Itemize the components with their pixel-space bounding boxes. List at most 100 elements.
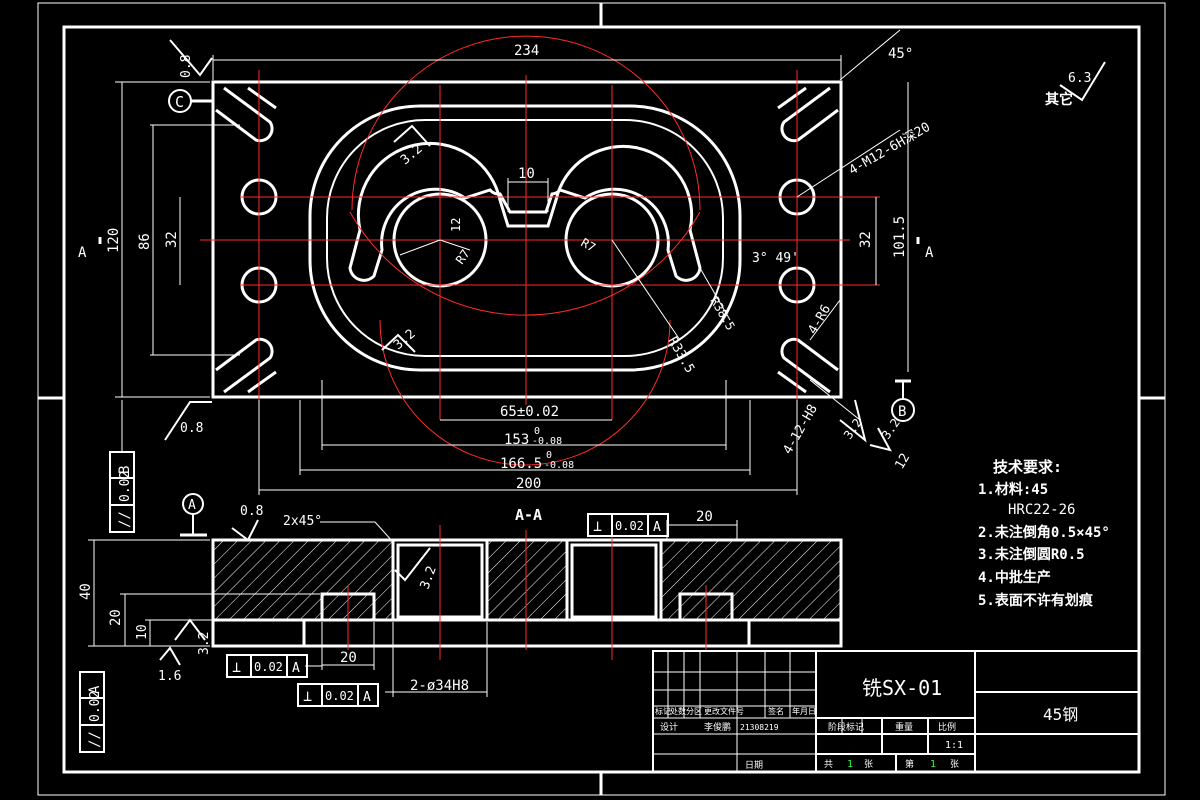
dim-12: 12 (449, 218, 463, 232)
dim-r7-left: R7 (453, 247, 473, 267)
svg-text:分区: 分区 (686, 707, 702, 716)
datum-a-marker: A (180, 493, 207, 537)
roughness-labels: 0.8 0.8 3.2 3.2 3.2 3.2 6.3 其它 (179, 55, 1091, 442)
svg-text:A: A (292, 661, 300, 676)
dim-r33-5: R33.5 (665, 335, 698, 376)
datum-b-marker: B (891, 379, 915, 422)
datum-b-text: B (898, 404, 906, 420)
dim-45deg: 45° (888, 46, 913, 62)
dim-166-5: 166.5 (500, 456, 542, 472)
svg-text:更改文件号: 更改文件号 (704, 706, 744, 716)
dim-166-5-tol: -0.08 (544, 460, 574, 471)
svg-text:2x45°: 2x45° (283, 514, 322, 529)
svg-text://: // (117, 511, 133, 528)
dim-200: 200 (516, 476, 541, 492)
section-hatch-3 (661, 540, 841, 620)
svg-text:3.2: 3.2 (391, 326, 419, 353)
svg-text:⊥: ⊥ (303, 687, 312, 705)
dim-angle: 3° 49' (752, 251, 799, 266)
fcf-perp-a-bottom: ⊥ 0.02 A (297, 683, 379, 707)
svg-text:HRC22-26: HRC22-26 (1008, 502, 1075, 518)
svg-text:3.2: 3.2 (418, 564, 440, 591)
svg-text:⊥: ⊥ (232, 658, 241, 676)
svg-text:A: A (87, 685, 103, 694)
dim-153-tol: -0.08 (532, 436, 562, 447)
datum-c-marker: C (168, 89, 212, 113)
section-view: A-A (78, 493, 843, 697)
scale-text: 1:1 (945, 740, 963, 751)
centering-marks (38, 3, 1165, 795)
svg-text:标记: 标记 (655, 706, 671, 716)
fcf-perp-a-left: ⊥ 0.02 A (226, 654, 308, 678)
fcf-perp-a-top: ⊥ 0.02 A (587, 513, 669, 537)
inner-frame (62, 25, 1141, 774)
svg-text:李俊鹏: 李俊鹏 (704, 721, 731, 733)
svg-text:处数: 处数 (670, 706, 686, 716)
section-hatch-2 (487, 540, 567, 620)
section-cut-marks: A A (78, 237, 934, 261)
section-a-right: A (925, 245, 934, 261)
svg-text:1: 1 (930, 759, 936, 770)
dim-166-5-upper: 0 (546, 450, 552, 461)
dim-101-5: 101.5 (892, 216, 908, 258)
dim-r7-right: R7 (579, 235, 599, 254)
svg-text:设计: 设计 (660, 721, 678, 733)
section-center-lines (347, 525, 707, 660)
plan-dimension-texts: 234 45° 120 86 32 32 101.5 10 12 R7 R7 3… (106, 43, 933, 492)
svg-text:2-ø34H8: 2-ø34H8 (410, 678, 469, 694)
svg-text:3.未注倒圆R0.5: 3.未注倒圆R0.5 (978, 546, 1085, 563)
svg-text:20: 20 (340, 650, 357, 666)
svg-text:A: A (653, 520, 661, 535)
svg-text:4.中批生产: 4.中批生产 (978, 569, 1051, 586)
svg-text:其它: 其它 (1045, 91, 1073, 108)
svg-text:10: 10 (135, 624, 150, 640)
dim-86: 86 (137, 233, 153, 250)
dim-12-side: 12 (892, 451, 913, 472)
svg-text:共: 共 (824, 759, 833, 770)
dim-153: 153 (504, 432, 529, 448)
svg-text:签名: 签名 (768, 706, 784, 716)
technical-requirements: 技术要求: 1.材料:45 HRC22-26 2.未注倒角0.5×45° 3.未… (978, 458, 1110, 609)
dim-r6: 4-R6 (805, 302, 834, 337)
dim-120: 120 (106, 228, 122, 253)
inner-pocket-offset (326, 119, 724, 357)
svg-text:0.02: 0.02 (615, 519, 644, 533)
plan-dimension-lines (115, 29, 909, 495)
section-dimension-lines (88, 520, 738, 697)
svg-text:年月日: 年月日 (792, 706, 816, 716)
svg-text:3.2: 3.2 (197, 632, 212, 655)
svg-text:21308219: 21308219 (740, 723, 779, 732)
dim-153-upper: 0 (534, 426, 540, 437)
title-block: 铣SX-01 45钢 1:1 标记 处数 分区 更改文件号 签名 年月日 设计 … (652, 650, 1140, 773)
svg-text:比例: 比例 (938, 721, 956, 733)
svg-text:⊥: ⊥ (593, 517, 602, 535)
material-text: 45钢 (1043, 705, 1078, 724)
center-lines (200, 35, 880, 466)
fcf-parallel-a: // 0.02 A (79, 671, 105, 753)
svg-text:0.02: 0.02 (88, 691, 103, 722)
svg-text:0.02: 0.02 (325, 689, 354, 703)
fcf-parallel-b: // 0.02 B (109, 400, 135, 533)
svg-text:阶段标记: 阶段标记 (828, 721, 864, 733)
svg-text:20: 20 (108, 609, 124, 626)
dim-32-left: 32 (164, 231, 180, 248)
svg-text:张: 张 (864, 759, 873, 770)
svg-text:6.3: 6.3 (1068, 71, 1091, 86)
dim-234: 234 (514, 43, 539, 59)
dim-65: 65±0.02 (500, 404, 559, 420)
svg-text:重量: 重量 (895, 721, 913, 733)
dim-10: 10 (518, 166, 535, 182)
svg-text:0.8: 0.8 (180, 421, 203, 436)
svg-text:A: A (363, 690, 371, 705)
outer-pocket (308, 104, 742, 372)
svg-text:日期: 日期 (745, 760, 763, 771)
plan-view: C B A A 0.8 0 (78, 29, 1106, 666)
svg-text://: // (87, 731, 103, 748)
datum-c-text: C (175, 93, 184, 111)
svg-text:2.未注倒角0.5×45°: 2.未注倒角0.5×45° (978, 524, 1110, 541)
svg-text:0.8: 0.8 (240, 504, 263, 519)
svg-text:1.材料:45: 1.材料:45 (978, 481, 1048, 498)
datum-a-text: A (188, 498, 196, 513)
svg-text:0.02: 0.02 (254, 660, 283, 674)
